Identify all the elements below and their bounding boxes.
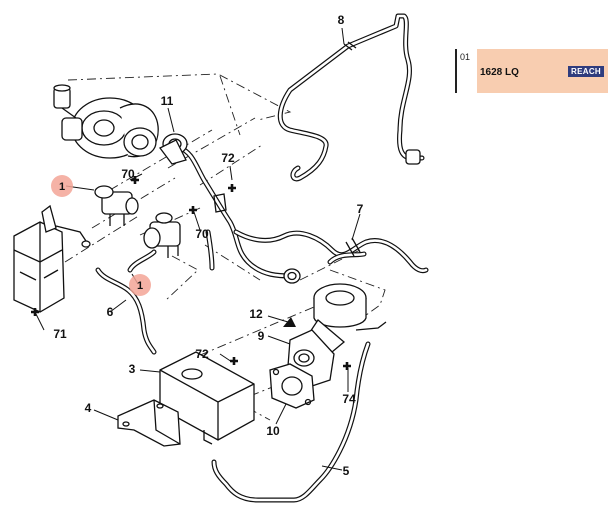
- highlight-markers: [51, 175, 151, 296]
- callout-74: 74: [342, 392, 356, 406]
- callout-1b: 1: [137, 280, 143, 292]
- callout-72b: 72: [195, 347, 209, 361]
- callout-5: 5: [343, 464, 350, 478]
- highlight-circle-1a: [51, 175, 73, 197]
- reference-box: 01 1628 LQ REACH: [455, 49, 608, 93]
- callout-70a: 70: [121, 167, 135, 181]
- callout-8: 8: [338, 13, 345, 27]
- pipe-5: [211, 341, 371, 503]
- cross-icon: [343, 362, 351, 370]
- reference-code: 1628 LQ: [480, 67, 519, 78]
- reference-index: 01: [460, 52, 471, 62]
- callout-labels: 1 1 3 4 5 6 7 8 9 10 11 12 70 70 71 72 7…: [53, 13, 363, 478]
- callout-9: 9: [258, 329, 265, 343]
- cross-icon: [189, 206, 197, 214]
- turbocharger: [53, 84, 159, 159]
- gasket-10: [269, 363, 315, 409]
- bracket-71: [13, 204, 91, 313]
- pipe-7: [233, 229, 429, 274]
- solenoid-valve-lower: [143, 212, 181, 258]
- pipe-8: [277, 13, 425, 182]
- highlight-circle-1b: [129, 274, 151, 296]
- cross-icon: [228, 184, 236, 192]
- callout-6: 6: [107, 305, 114, 319]
- cross-markers: [31, 176, 351, 370]
- bracket-4: [117, 399, 181, 447]
- hose-small-72: [205, 229, 215, 271]
- triangle-icon: [283, 317, 296, 327]
- callout-7: 7: [357, 202, 364, 216]
- cross-icon: [131, 176, 139, 184]
- callout-71: 71: [53, 327, 67, 341]
- callout-12: 12: [249, 307, 263, 321]
- solenoid-valve-upper: [94, 185, 139, 226]
- cross-icon: [230, 357, 238, 365]
- callout-4: 4: [85, 401, 92, 415]
- callout-72a: 72: [221, 151, 235, 165]
- callout-1a: 1: [59, 181, 65, 193]
- hose-6: [95, 249, 157, 355]
- callout-3: 3: [129, 362, 136, 376]
- callout-11: 11: [161, 94, 174, 108]
- cross-icon: [31, 308, 39, 316]
- pipe-11: [159, 133, 301, 284]
- reach-badge: REACH: [568, 66, 604, 77]
- callout-70b: 70: [195, 227, 209, 241]
- callout-10: 10: [266, 424, 280, 438]
